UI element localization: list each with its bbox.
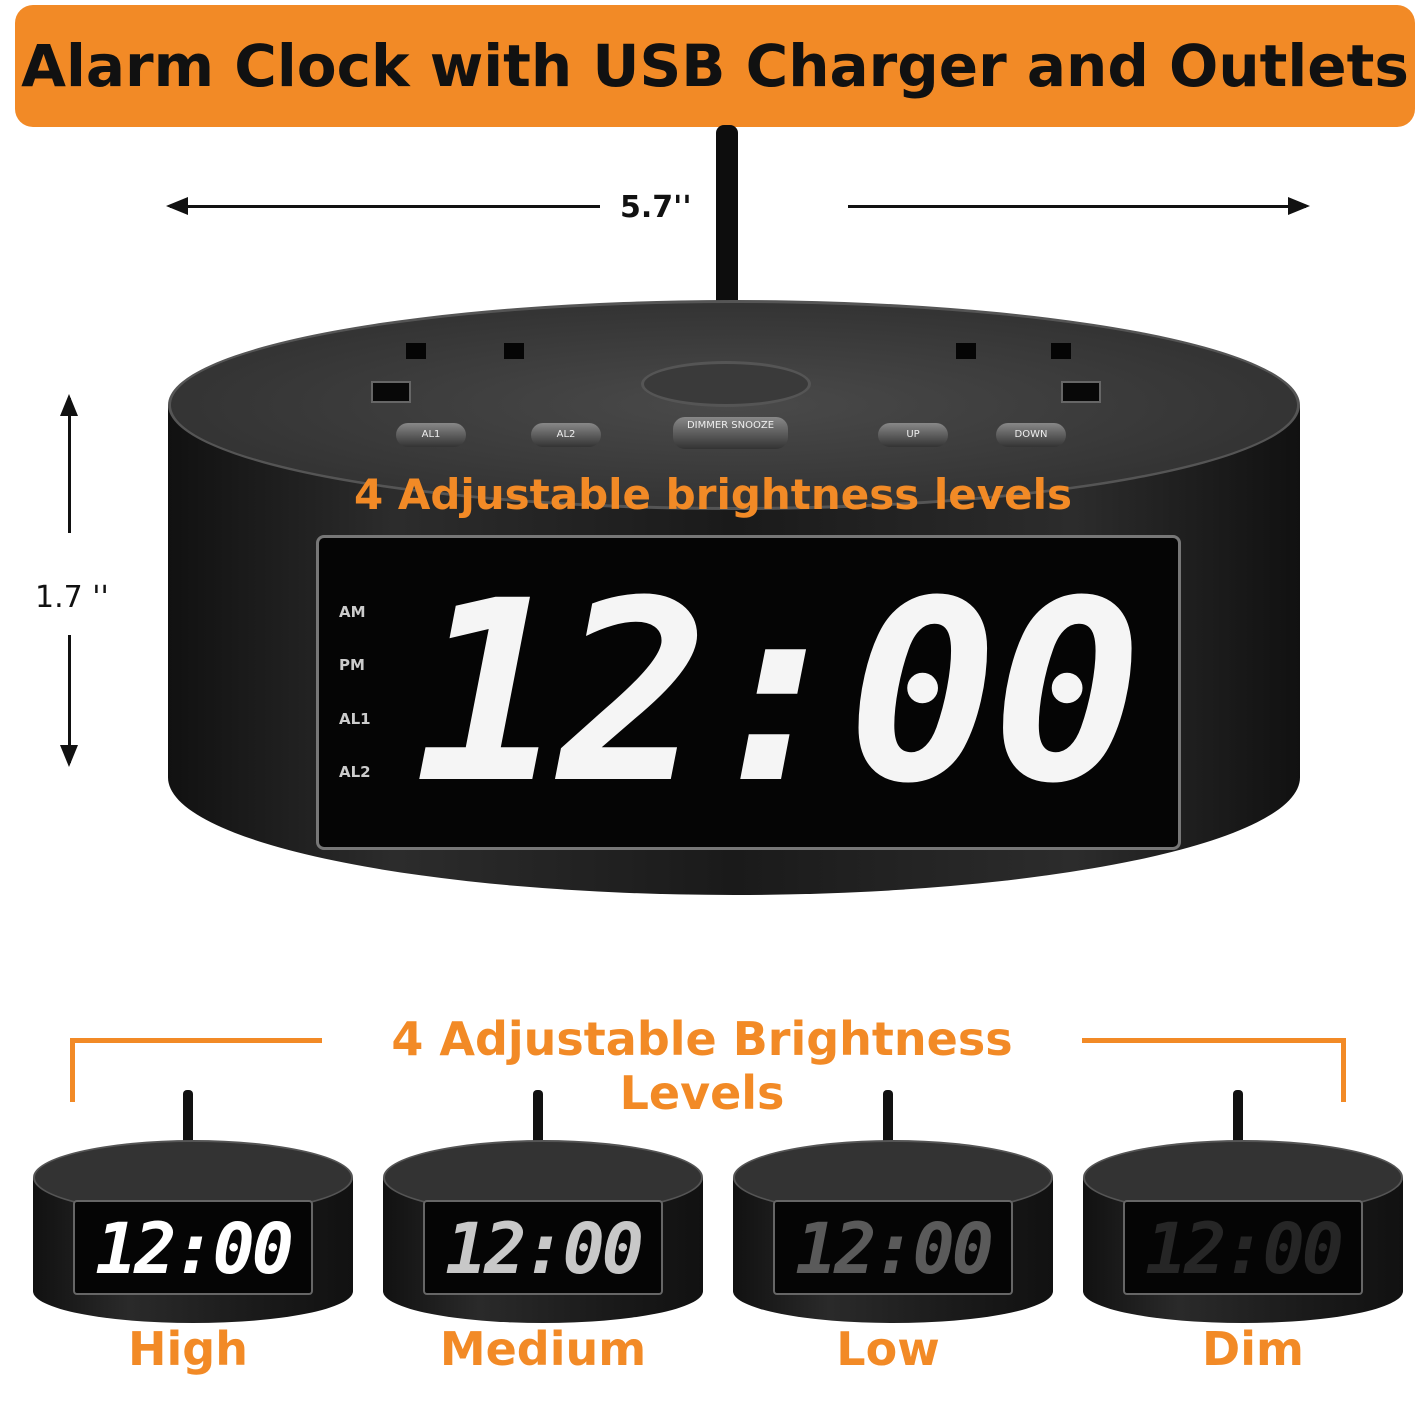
- level-label-dim: Dim: [1202, 1322, 1304, 1376]
- indicator-al2: AL2: [339, 763, 371, 781]
- indicator-al1: AL1: [339, 710, 371, 728]
- height-arrow-top: [60, 394, 78, 533]
- usb-port-right: [1061, 381, 1101, 403]
- width-arrow-left: [166, 197, 600, 215]
- cord-hub: [641, 361, 811, 407]
- outlet-right: [956, 343, 976, 359]
- height-arrow-bottom: [60, 635, 78, 767]
- level-label-medium: Medium: [439, 1322, 647, 1376]
- clock-top: AL1 AL2 DIMMER SNOOZE UP DOWN: [168, 300, 1300, 510]
- down-button[interactable]: DOWN: [996, 423, 1066, 447]
- width-arrow-right: [848, 197, 1310, 215]
- level-label-high: High: [128, 1322, 248, 1376]
- overlay-caption: 4 Adjustable brightness levels: [353, 470, 1073, 519]
- clock-dim: 12:00: [1083, 1090, 1403, 1330]
- height-dimension: 1.7 '': [35, 580, 109, 615]
- time-digits: 12:00: [414, 547, 1143, 838]
- title-banner: Alarm Clock with USB Charger and Outlets: [15, 5, 1415, 127]
- mini-display: 12:00: [73, 1200, 313, 1295]
- width-dimension: 5.7'': [620, 190, 692, 225]
- al1-button[interactable]: AL1: [396, 423, 466, 447]
- clock-display: AM PM AL1 AL2 12:00: [316, 535, 1181, 850]
- al2-button[interactable]: AL2: [531, 423, 601, 447]
- level-label-low: Low: [836, 1322, 940, 1376]
- outlet-left: [406, 343, 426, 359]
- clock-medium: 12:00: [383, 1090, 703, 1330]
- mini-display: 12:00: [773, 1200, 1013, 1295]
- up-button[interactable]: UP: [878, 423, 948, 447]
- outlet-left-2: [504, 343, 524, 359]
- outlet-right-2: [1051, 343, 1071, 359]
- clock-high: 12:00: [33, 1090, 353, 1330]
- mini-display: 12:00: [1123, 1200, 1363, 1295]
- mini-display: 12:00: [423, 1200, 663, 1295]
- indicator-am: AM: [339, 603, 366, 621]
- brightness-title: 4 Adjustable Brightness Levels: [322, 1012, 1082, 1120]
- clock-low: 12:00: [733, 1090, 1053, 1330]
- indicator-pm: PM: [339, 656, 365, 674]
- alarm-clock: AL1 AL2 DIMMER SNOOZE UP DOWN AM PM AL1 …: [168, 300, 1300, 900]
- dimmer-snooze-button[interactable]: DIMMER SNOOZE: [673, 417, 788, 449]
- usb-port-left: [371, 381, 411, 403]
